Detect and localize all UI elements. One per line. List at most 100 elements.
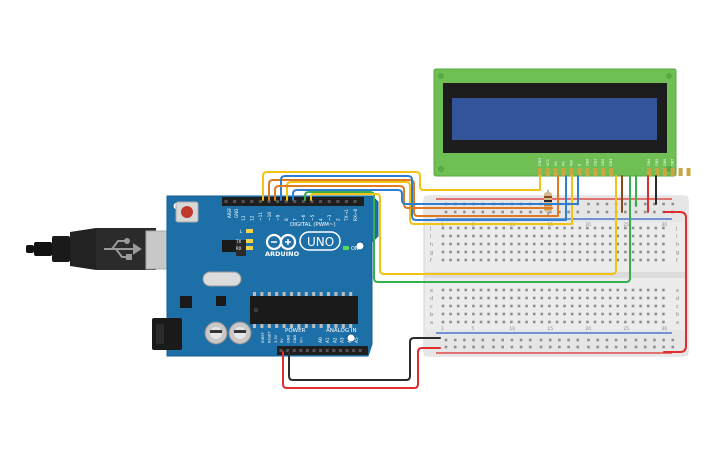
breadboard-hole[interactable] [540, 312, 544, 316]
breadboard-hole[interactable] [464, 312, 468, 316]
digital-pin-hole[interactable] [293, 200, 297, 203]
rail-hole[interactable] [519, 210, 523, 214]
breadboard-hole[interactable] [456, 226, 460, 230]
breadboard-hole[interactable] [593, 304, 597, 308]
breadboard-hole[interactable] [464, 242, 468, 246]
rail-hole[interactable] [548, 210, 552, 214]
rail-hole[interactable] [587, 345, 590, 349]
breadboard-hole[interactable] [593, 242, 597, 246]
breadboard-hole[interactable] [540, 288, 544, 292]
breadboard-hole[interactable] [494, 304, 498, 308]
breadboard-hole[interactable] [616, 304, 620, 308]
breadboard-hole[interactable] [532, 312, 536, 316]
breadboard-hole[interactable] [601, 226, 604, 230]
rail-hole[interactable] [605, 202, 609, 206]
rail-hole[interactable] [558, 345, 561, 349]
breadboard-hole[interactable] [494, 296, 498, 300]
rail-hole[interactable] [510, 345, 514, 349]
breadboard-hole[interactable] [608, 320, 612, 324]
breadboard-hole[interactable] [441, 258, 445, 262]
breadboard-hole[interactable] [578, 242, 582, 246]
breadboard-hole[interactable] [494, 258, 498, 262]
breadboard-hole[interactable] [502, 234, 506, 238]
breadboard-hole[interactable] [532, 250, 536, 254]
breadboard-hole[interactable] [532, 234, 536, 238]
breadboard-hole[interactable] [517, 250, 521, 254]
breadboard-hole[interactable] [624, 320, 627, 324]
breadboard-hole[interactable] [510, 226, 513, 230]
rail-hole[interactable] [653, 338, 656, 342]
breadboard-hole[interactable] [449, 304, 452, 308]
breadboard-hole[interactable] [441, 250, 445, 254]
breadboard-hole[interactable] [586, 304, 589, 308]
breadboard-hole[interactable] [502, 312, 506, 316]
breadboard-hole[interactable] [616, 320, 620, 324]
breadboard-hole[interactable] [646, 296, 650, 300]
rail-hole[interactable] [481, 210, 485, 214]
breadboard-hole[interactable] [472, 250, 475, 254]
breadboard-hole[interactable] [540, 258, 544, 262]
breadboard-hole[interactable] [631, 250, 635, 254]
header-pin-hole[interactable] [312, 349, 316, 352]
rail-hole[interactable] [643, 338, 647, 342]
breadboard-hole[interactable] [555, 242, 559, 246]
digital-pin-hole[interactable] [319, 200, 323, 203]
breadboard-hole[interactable] [532, 226, 536, 230]
breadboard-hole[interactable] [464, 320, 468, 324]
rail-hole[interactable] [614, 338, 618, 342]
breadboard-hole[interactable] [479, 242, 483, 246]
breadboard-hole[interactable] [578, 296, 582, 300]
breadboard-hole[interactable] [441, 226, 445, 230]
breadboard-hole[interactable] [654, 250, 658, 254]
breadboard-hole[interactable] [608, 226, 612, 230]
rail-hole[interactable] [529, 345, 532, 349]
rail-hole[interactable] [548, 338, 552, 342]
breadboard-hole[interactable] [616, 312, 620, 316]
breadboard-hole[interactable] [456, 250, 460, 254]
rail-hole[interactable] [472, 210, 475, 214]
rail-hole[interactable] [501, 338, 504, 342]
breadboard-hole[interactable] [593, 296, 597, 300]
breadboard-hole[interactable] [510, 312, 513, 316]
breadboard-hole[interactable] [441, 234, 445, 238]
breadboard-hole[interactable] [494, 288, 498, 292]
breadboard-hole[interactable] [646, 258, 650, 262]
breadboard-hole[interactable] [540, 250, 544, 254]
breadboard-hole[interactable] [563, 242, 566, 246]
breadboard-hole[interactable] [639, 250, 642, 254]
breadboard-hole[interactable] [601, 258, 604, 262]
breadboard-hole[interactable] [494, 320, 498, 324]
breadboard-hole[interactable] [608, 304, 612, 308]
breadboard-hole[interactable] [456, 312, 460, 316]
rail-hole[interactable] [624, 345, 627, 349]
rail-hole[interactable] [463, 338, 466, 342]
breadboard-hole[interactable] [616, 288, 620, 292]
breadboard-hole[interactable] [563, 296, 566, 300]
breadboard-hole[interactable] [487, 312, 490, 316]
breadboard-hole[interactable] [456, 234, 460, 238]
rail-hole[interactable] [567, 338, 570, 342]
breadboard-hole[interactable] [540, 296, 544, 300]
header-pin-hole[interactable] [332, 349, 336, 352]
breadboard-hole[interactable] [487, 258, 490, 262]
breadboard-hole[interactable] [662, 226, 665, 230]
breadboard-hole[interactable] [578, 288, 582, 292]
breadboard-hole[interactable] [548, 304, 551, 308]
breadboard-hole[interactable] [532, 288, 536, 292]
breadboard-hole[interactable] [479, 258, 483, 262]
breadboard-hole[interactable] [608, 250, 612, 254]
breadboard-hole[interactable] [662, 242, 665, 246]
header-pin-hole[interactable] [279, 349, 283, 352]
breadboard-hole[interactable] [639, 226, 642, 230]
breadboard-hole[interactable] [525, 250, 528, 254]
rail-hole[interactable] [576, 338, 580, 342]
breadboard-hole[interactable] [532, 242, 536, 246]
breadboard-hole[interactable] [570, 226, 574, 230]
breadboard-hole[interactable] [449, 250, 452, 254]
breadboard-hole[interactable] [456, 258, 460, 262]
breadboard-hole[interactable] [570, 288, 574, 292]
digital-pin-hole[interactable] [258, 200, 262, 203]
breadboard-hole[interactable] [487, 304, 490, 308]
breadboard-hole[interactable] [479, 234, 483, 238]
breadboard-hole[interactable] [555, 258, 559, 262]
